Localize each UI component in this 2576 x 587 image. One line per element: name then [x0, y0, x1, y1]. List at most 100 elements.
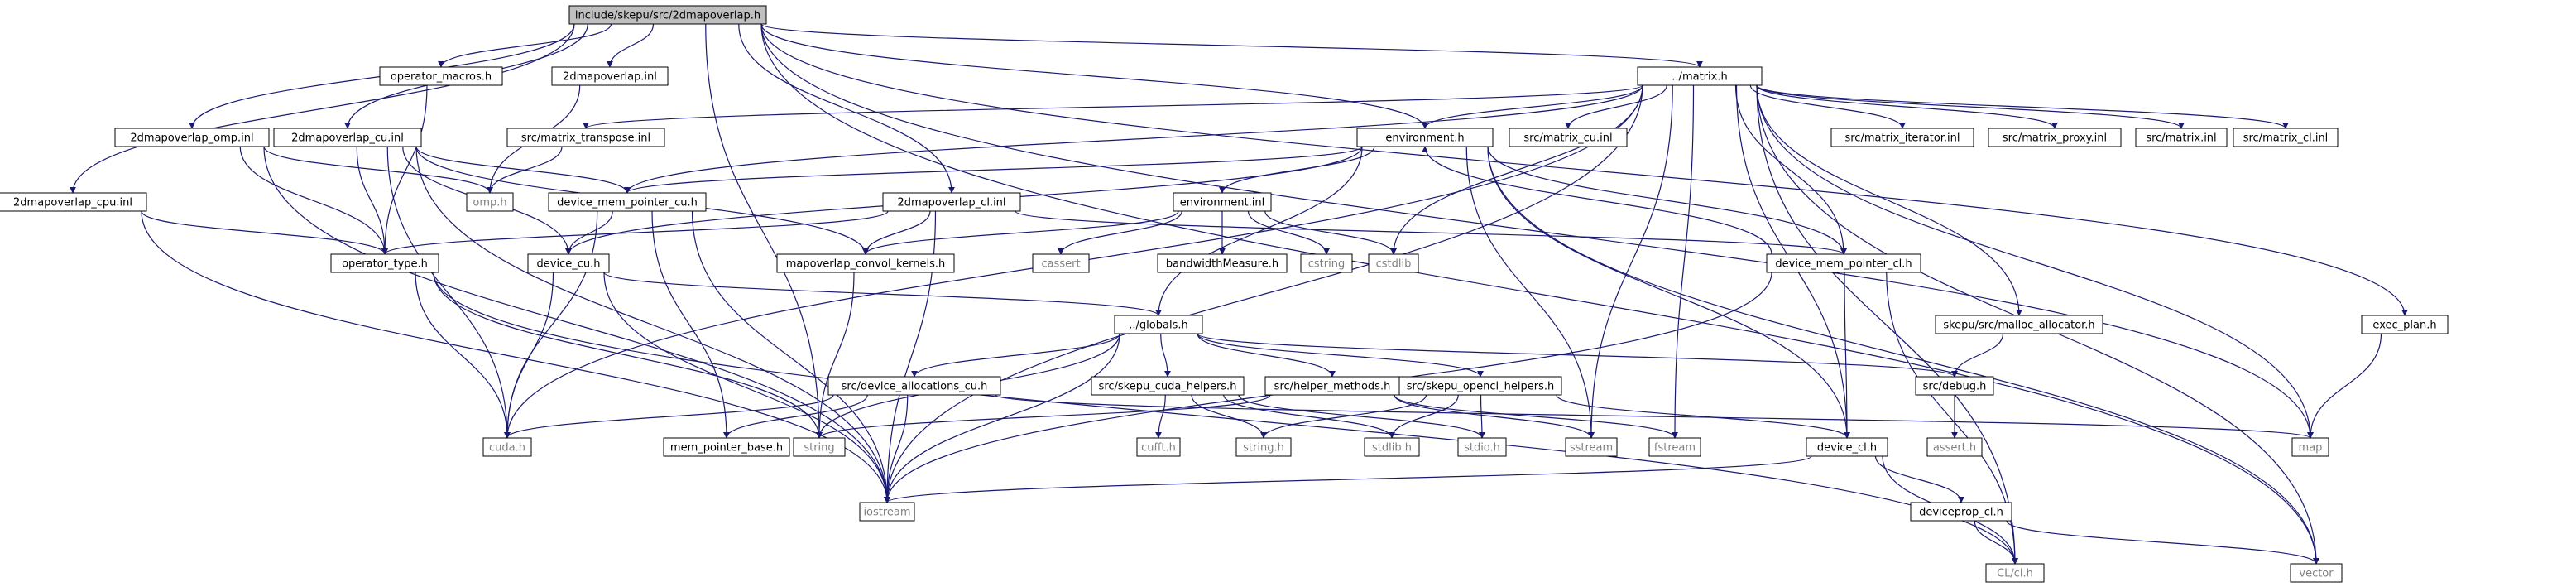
- node-label-dmpcu: device_mem_pointer_cu.h: [557, 197, 698, 209]
- edge-matrix-to-cstdlib: [1390, 84, 1643, 255]
- node-label-cudahelp: src/skepu_cuda_helpers.h: [1099, 381, 1237, 393]
- node-cuinl[interactable]: 2dmapoverlap_cu.inl: [273, 128, 422, 147]
- nodes: include/skepu/src/2dmapoverlap.h operator…: [0, 5, 2449, 583]
- edge-root-to-execplan: [760, 23, 2408, 316]
- edge-env-to-sstream: [1465, 146, 1595, 439]
- node-fstream: fstream: [1648, 437, 1701, 457]
- edge-helpmeth-to-fstream: [1394, 394, 1678, 439]
- node-label-envinl: environment.inl: [1180, 197, 1264, 209]
- edge-oclhelp-to-stdlibh: [1389, 394, 1459, 439]
- edge-matrix-to-sstream: [1588, 84, 1673, 439]
- node-devcu[interactable]: device_cu.h: [527, 253, 610, 273]
- edge-devalloc-to-cudah: [504, 394, 834, 439]
- node-label-mocl: mapoverlap_convol_kernels.h: [786, 258, 945, 271]
- node-label-minl: src/matrix.inl: [2146, 132, 2216, 145]
- edge-cudahelp-to-cufft: [1155, 394, 1166, 439]
- node-label-globals: ../globals.h: [1129, 320, 1187, 332]
- edge-envinl-to-mocl: [862, 210, 1179, 255]
- node-label-sstream: sstream: [1570, 442, 1613, 455]
- node-debug[interactable]: src/debug.h: [1915, 376, 1994, 396]
- edge-root-to-map: [760, 23, 2314, 439]
- node-stdlibh: stdlib.h: [1364, 437, 1420, 457]
- node-root[interactable]: include/skepu/src/2dmapoverlap.h: [568, 5, 767, 25]
- node-ompinl[interactable]: 2dmapoverlap_omp.inl: [114, 128, 270, 147]
- edge-env-to-globals: [1155, 146, 1363, 316]
- edge-root-to-opmacros: [438, 23, 612, 68]
- node-label-mproxy: src/matrix_proxy.inl: [2003, 132, 2107, 145]
- node-globals[interactable]: ../globals.h: [1114, 315, 1203, 334]
- edge-matrix-to-mproxy: [1756, 84, 2058, 129]
- node-envinl[interactable]: environment.inl: [1173, 192, 1272, 212]
- node-optype[interactable]: operator_type.h: [330, 253, 439, 273]
- edge-envinl-to-cstring: [1247, 210, 1330, 255]
- edge-env-to-dmpcu: [624, 146, 1363, 194]
- edge-dmpcu-to-mempb: [651, 210, 730, 439]
- edge-ompinl-to-omph: [263, 146, 493, 194]
- node-mtrans[interactable]: src/matrix_transpose.inl: [506, 128, 665, 147]
- node-label-devalloc: src/device_allocations_cu.h: [842, 381, 988, 393]
- node-malloc[interactable]: skepu/src/malloc_allocator.h: [1935, 315, 2103, 334]
- node-label-debug: src/debug.h: [1923, 381, 1987, 393]
- node-matrix[interactable]: ../matrix.h: [1637, 66, 1763, 86]
- node-label-devcu: device_cu.h: [537, 258, 601, 271]
- node-dmpcu[interactable]: device_mem_pointer_cu.h: [548, 192, 707, 212]
- node-iostream: iostream: [859, 502, 915, 522]
- node-label-malloc: skepu/src/malloc_allocator.h: [1943, 320, 2094, 332]
- node-opmacros[interactable]: operator_macros.h: [379, 66, 503, 86]
- edge-oclhelp-to-stringh: [1260, 394, 1427, 439]
- edge-ompinl-to-optype: [239, 146, 388, 255]
- edge-mocl-to-string: [816, 272, 855, 439]
- edge-oclhelp-to-stdioh: [1478, 394, 1485, 439]
- edge-cuinl-to-cudah: [386, 146, 511, 439]
- edge-globals-to-devalloc: [911, 333, 1120, 378]
- node-label-opmacros: operator_macros.h: [391, 71, 492, 84]
- node-asserth: assert.h: [1926, 437, 1983, 457]
- node-dmpcl[interactable]: device_mem_pointer_cl.h: [1766, 253, 1921, 273]
- node-env[interactable]: environment.h: [1356, 128, 1494, 147]
- node-minl[interactable]: src/matrix.inl: [2135, 128, 2228, 147]
- edge-malloc-to-debug: [1951, 333, 2004, 378]
- edge-optype-to-string: [433, 272, 823, 439]
- node-clinl[interactable]: 2dmapoverlap_cl.inl: [882, 192, 1021, 212]
- edge-dmpcu-to-devcu: [565, 210, 613, 255]
- node-mempb[interactable]: mem_pointer_base.h: [663, 437, 790, 457]
- node-mocl[interactable]: mapoverlap_convol_kernels.h: [776, 253, 955, 273]
- node-label-mempb: mem_pointer_base.h: [670, 442, 783, 455]
- node-label-dmpcl: device_mem_pointer_cl.h: [1775, 258, 1912, 271]
- node-devalloc[interactable]: src/device_allocations_cu.h: [827, 376, 1001, 396]
- edge-matrix-to-minl: [1756, 84, 2185, 129]
- node-mproxy[interactable]: src/matrix_proxy.inl: [1988, 128, 2122, 147]
- edge-envinl-to-cassert: [1058, 210, 1182, 255]
- node-label-omph: omp.h: [473, 197, 506, 209]
- edge-dmpcu-to-cudah: [504, 210, 598, 439]
- node-cudahelp[interactable]: src/skepu_cuda_helpers.h: [1091, 376, 1245, 396]
- node-label-cufft: cufft.h: [1141, 442, 1176, 455]
- node-devcl[interactable]: device_cl.h: [1806, 437, 1888, 457]
- node-devpropcl[interactable]: deviceprop_cl.h: [1910, 502, 2012, 522]
- edge-optype-to-cudah: [415, 272, 511, 439]
- node-mcl[interactable]: src/matrix_cl.inl: [2233, 128, 2339, 147]
- node-ovinl[interactable]: 2dmapoverlap.inl: [551, 66, 669, 86]
- edge-dmpcu-to-iostream: [691, 210, 890, 503]
- node-mcu[interactable]: src/matrix_cu.inl: [1509, 128, 1628, 147]
- node-label-cassert: cassert: [1041, 258, 1080, 271]
- node-label-clinl: 2dmapoverlap_cl.inl: [897, 197, 1005, 209]
- node-helpmeth[interactable]: src/helper_methods.h: [1264, 376, 1400, 396]
- edge-dmpcl-to-env: [1422, 146, 1772, 255]
- edge-devcu-to-cudah: [504, 272, 554, 439]
- edge-helpmeth-to-sstream: [1394, 394, 1595, 439]
- edge-ompinl-to-iostream: [263, 146, 890, 503]
- node-clh: CL/cl.h: [1985, 563, 2045, 583]
- edge-env-to-envinl: [1219, 146, 1375, 194]
- node-cpuinl[interactable]: 2dmapoverlap_cpu.inl: [0, 192, 147, 212]
- node-label-clh: CL/cl.h: [1997, 568, 2033, 580]
- edge-matrix-to-dmpcu: [624, 84, 1643, 194]
- node-label-fstream: fstream: [1654, 442, 1696, 455]
- node-label-root: include/skepu/src/2dmapoverlap.h: [575, 10, 760, 22]
- node-label-mcl: src/matrix_cl.inl: [2243, 132, 2329, 145]
- node-miter[interactable]: src/matrix_iterator.inl: [1830, 128, 1974, 147]
- node-execplan[interactable]: exec_plan.h: [2361, 315, 2449, 334]
- node-omph: omp.h: [466, 192, 514, 212]
- node-oclhelp[interactable]: src/skepu_opencl_helpers.h: [1398, 376, 1562, 396]
- node-bwm[interactable]: bandwidthMeasure.h: [1157, 253, 1288, 273]
